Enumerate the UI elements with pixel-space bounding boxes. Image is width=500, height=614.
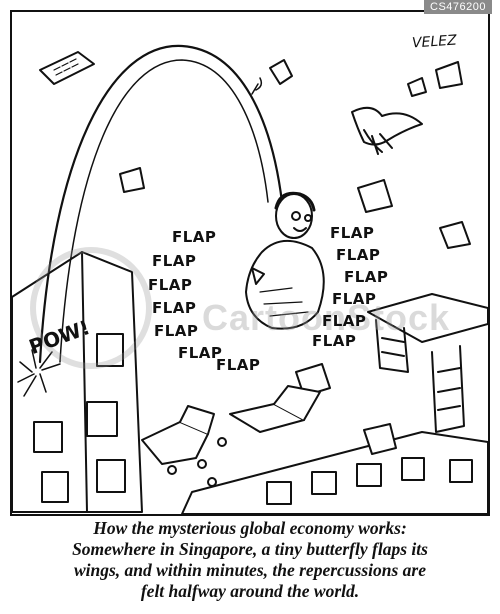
desk [367,293,488,433]
coffee-cup-icon [251,59,293,95]
bird-icon [351,106,423,155]
flap-text: FLAP [152,299,197,317]
flap-text: FLAP [216,356,261,374]
caption-line: Somewhere in Singapore, a tiny butterfly… [72,539,428,559]
watermark-text: CartoonStock [202,297,451,338]
artist-signature: VELEZ [411,32,458,52]
catalog-stamp: CS476200 [424,0,492,14]
watermark-emblem [30,247,152,369]
flap-text: FLAP [148,276,193,294]
office-chair [141,405,227,487]
falling-man [245,191,325,330]
caption-line: felt halfway around the world. [140,581,360,601]
flap-text: FLAP [322,312,367,330]
flap-text: FLAP [344,268,389,286]
flap-text: FLAP [178,344,223,362]
caption: How the mysterious global economy works:… [0,518,500,602]
flap-text: FLAP [336,246,381,264]
flap-text: FLAP [330,224,375,242]
flap-text: FLAP [172,228,217,246]
flap-text: FLAP [154,322,199,340]
flap-text: FLAP [312,332,357,350]
cartoon-panel: CartoonStock POW! FLAP FLAP FLAP FLAP FL… [10,10,490,516]
laptop-icon [229,385,321,433]
caption-line: How the mysterious global economy works: [93,518,407,538]
trajectory-arc [38,44,284,364]
flying-papers [119,61,471,455]
caption-line: wings, and within minutes, the repercuss… [73,560,427,580]
flap-text: FLAP [152,252,197,270]
tablet-icon [39,51,95,85]
flap-text: FLAP [332,290,377,308]
impact-burst [17,349,61,397]
